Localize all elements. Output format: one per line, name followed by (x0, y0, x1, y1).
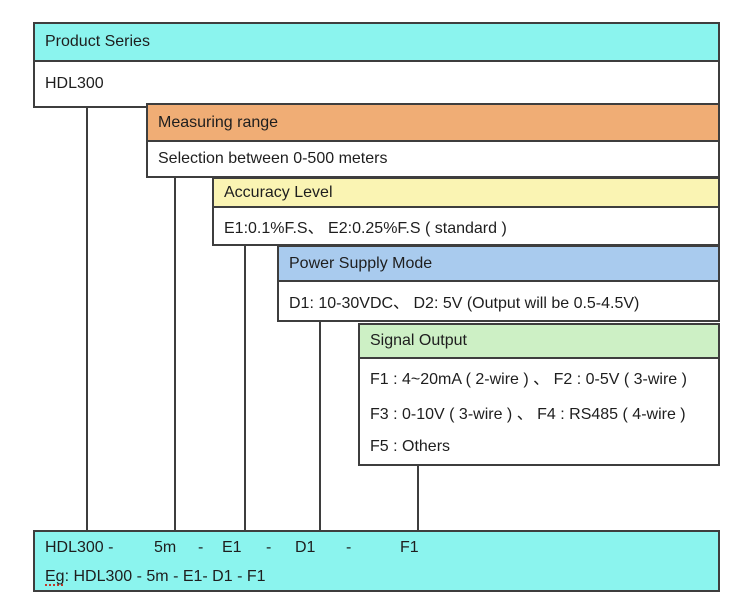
order-code-accuracy: E1 (222, 539, 242, 556)
order-code-signal: F1 (400, 539, 419, 556)
measuring-range-row: Selection between 0-500 meters (148, 142, 718, 176)
accuracy-level-box: Accuracy Level E1:0.1%F.S、 E2:0.25%F.S (… (212, 177, 720, 246)
power-supply-mode-value: D1: 10-30VDC、 D2: 5V (Output will be 0.5… (289, 295, 640, 312)
measuring-range-box: Measuring range Selection between 0-500 … (146, 103, 720, 178)
measuring-range-header: Measuring range (148, 105, 718, 142)
measuring-range-header-label: Measuring range (158, 113, 279, 131)
connector-line-measuring-range (174, 175, 176, 530)
order-code-dash-3: - (346, 539, 352, 556)
signal-output-header-label: Signal Output (370, 332, 467, 349)
order-code-range: 5m (154, 539, 177, 556)
power-supply-mode-row: D1: 10-30VDC、 D2: 5V (Output will be 0.5… (279, 282, 718, 320)
order-code-box: HDL300 - 5m - E1 - D1 - F1 Eg: HDL300 - … (33, 530, 720, 592)
measuring-range-value: Selection between 0-500 meters (158, 150, 388, 167)
order-code-dash-2: - (266, 539, 272, 556)
signal-output-row-f3-f4: F3 : 0-10V ( 3-wire ) 、 F4 : RS485 ( 4-w… (360, 394, 718, 429)
accuracy-level-row: E1:0.1%F.S、 E2:0.25%F.S ( standard ) (214, 208, 718, 244)
order-code-example-eg: Eg (45, 568, 65, 585)
signal-output-row-f1-f2: F1 : 4~20mA ( 2-wire ) 、 F2 : 0-5V ( 3-w… (360, 359, 718, 394)
order-code-series: HDL300 - (45, 539, 114, 556)
connector-line-accuracy-level (244, 243, 246, 530)
signal-output-value-f1-f2: F1 : 4~20mA ( 2-wire ) 、 F2 : 0-5V ( 3-w… (370, 370, 687, 388)
accuracy-level-header: Accuracy Level (214, 179, 718, 208)
order-code-power: D1 (295, 539, 316, 556)
signal-output-row-f5: F5 : Others (360, 429, 718, 464)
order-code-example: Eg: HDL300 - 5m - E1- D1 - F1 (45, 568, 266, 586)
accuracy-level-value: E1:0.1%F.S、 E2:0.25%F.S ( standard ) (224, 220, 507, 237)
signal-output-header: Signal Output (360, 325, 718, 359)
product-series-row: HDL300 (35, 62, 718, 106)
signal-output-value-f3-f4: F3 : 0-10V ( 3-wire ) 、 F4 : RS485 ( 4-w… (370, 405, 686, 423)
product-series-value: HDL300 (45, 75, 104, 92)
product-series-box: Product Series HDL300 (33, 22, 720, 108)
signal-output-value-f5: F5 : Others (370, 437, 451, 455)
signal-output-box: Signal Output F1 : 4~20mA ( 2-wire ) 、 F… (358, 323, 720, 466)
connector-line-product-series (86, 104, 88, 530)
order-code-line: HDL300 - 5m - E1 - D1 - F1 (35, 539, 718, 563)
power-supply-mode-header-label: Power Supply Mode (289, 254, 433, 272)
accuracy-level-header-label: Accuracy Level (224, 183, 333, 201)
connector-line-signal-output (417, 461, 419, 530)
product-series-header: Product Series (35, 24, 718, 62)
power-supply-mode-box: Power Supply Mode D1: 10-30VDC、 D2: 5V (… (277, 245, 720, 322)
order-code-dash-1: - (198, 539, 204, 556)
product-series-header-label: Product Series (45, 33, 150, 50)
power-supply-mode-header: Power Supply Mode (279, 247, 718, 282)
connector-line-power-supply (319, 317, 321, 530)
order-code-example-text: : HDL300 - 5m - E1- D1 - F1 (64, 568, 266, 585)
